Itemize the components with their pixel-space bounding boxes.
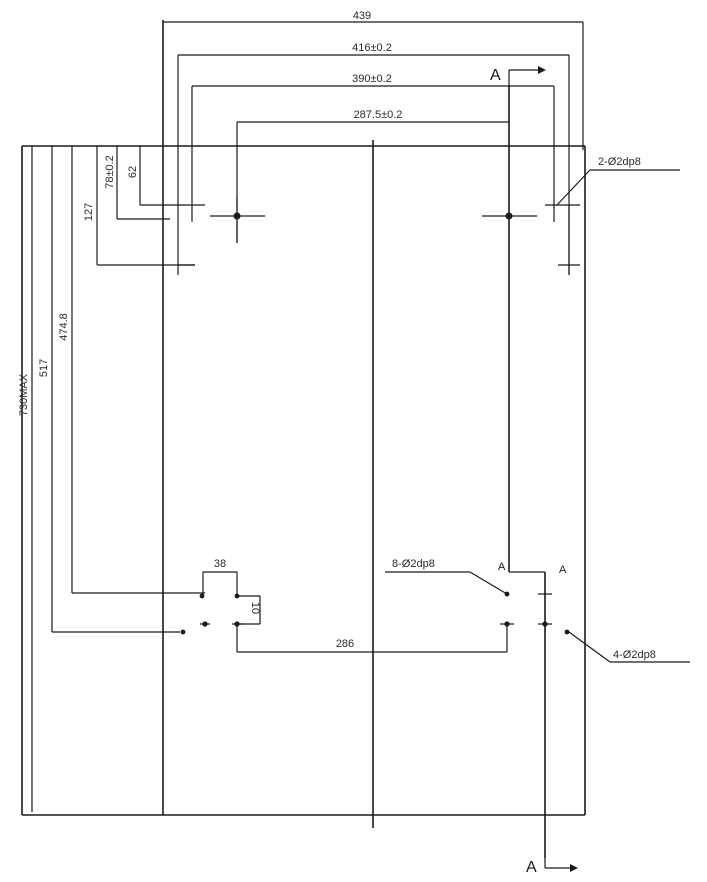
dim-439: 439 (353, 10, 371, 22)
dim-38: 38 (214, 558, 226, 570)
dim-390: 390±0.2 (352, 73, 392, 85)
callout-4-holes: 4-Ø2dp8 (613, 649, 656, 661)
dim-127: 127 (83, 203, 95, 221)
section-label-bottom: A (526, 859, 537, 876)
top-hole-marks (178, 198, 580, 275)
dim-287-5: 287.5±0.2 (354, 109, 403, 121)
callout-8-holes: 8-Ø2dp8 (392, 558, 435, 570)
section-label-top: A (490, 67, 501, 84)
callout-leaders (385, 169, 690, 663)
section-arrow-top (508, 66, 546, 85)
section-label-mid-left: A (498, 561, 506, 573)
dim-474-8: 474.8 (58, 313, 70, 341)
dim-286: 286 (336, 638, 354, 650)
dim-10: 10 (249, 602, 261, 614)
board-outline (21, 145, 586, 816)
inner-vertical-lines (162, 20, 546, 858)
section-label-mid-right: A (559, 564, 567, 576)
dim-78: 78±0.2 (104, 155, 116, 189)
callout-2-holes: 2-Ø2dp8 (598, 156, 641, 168)
dim-517: 517 (38, 359, 50, 377)
left-dimension-lines (31, 146, 205, 812)
dim-416: 416±0.2 (352, 42, 392, 54)
lower-hole-marks (180, 571, 570, 653)
section-arrow-bottom (544, 858, 578, 872)
dim-730-max: 730MAX (18, 373, 30, 416)
dim-62: 62 (127, 166, 139, 178)
